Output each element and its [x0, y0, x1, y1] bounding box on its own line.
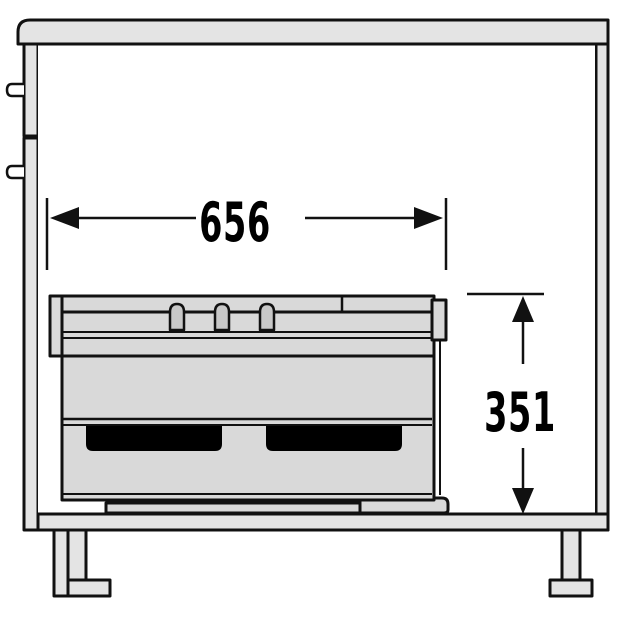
arrow-up-icon: [512, 296, 534, 322]
leg-left-foot: [66, 578, 112, 598]
drawer-runner-end: [358, 496, 450, 515]
drawer-front-plate: [48, 294, 64, 358]
bin-cutout-right: [266, 426, 402, 451]
left-side-panel-lower: [22, 136, 40, 532]
drawer-handle-icon: [5, 164, 24, 180]
drawer-runner: [104, 501, 362, 515]
leg-left: [66, 528, 88, 584]
drawer-end-cap: [430, 298, 448, 342]
arrow-left-icon: [50, 207, 79, 229]
leg-right: [560, 528, 582, 584]
arrow-down-icon: [512, 488, 534, 514]
bin-knob-icon: [168, 302, 186, 332]
leg-right-foot: [548, 578, 594, 598]
bin-knob-icon: [213, 302, 231, 332]
countertop: [16, 18, 610, 46]
bin-knob-icon: [258, 302, 276, 332]
left-side-panel-upper: [22, 42, 40, 138]
width-dimension: [45, 198, 448, 270]
drawer-handle-icon: [5, 82, 24, 98]
width-dimension-label: 656: [199, 191, 271, 254]
height-dimension-label: 351: [484, 381, 556, 444]
bottom-shelf: [36, 512, 610, 532]
right-side-panel: [594, 42, 610, 532]
pull-out-drawer: [60, 294, 436, 502]
leg-left-outer: [52, 528, 70, 598]
arrow-right-icon: [414, 207, 443, 229]
bin-cutout-left: [86, 426, 222, 451]
height-dimension: [467, 292, 544, 514]
